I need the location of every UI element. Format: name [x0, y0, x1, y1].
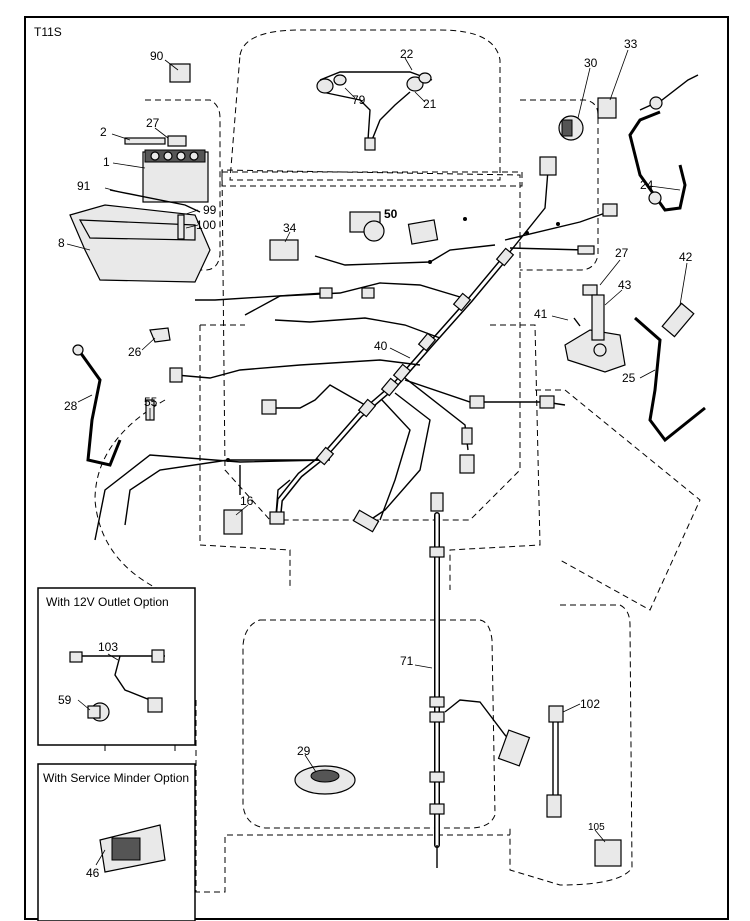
part-label-103: 103: [98, 640, 118, 654]
part-label-50: 50: [384, 207, 398, 221]
part-label-55: 55: [144, 395, 158, 409]
part-label-102: 102: [580, 697, 600, 711]
tractor-outline: [94, 29, 701, 893]
outlet-option-box: With 12V Outlet Option: [37, 587, 196, 746]
harness-102: [546, 705, 564, 818]
part-label-24: 24: [640, 178, 654, 192]
part-label-91: 91: [77, 179, 91, 193]
part-label-26: 26: [128, 345, 142, 359]
part-90-shape: [169, 63, 191, 83]
part-label-41: 41: [534, 307, 548, 321]
main-harness: [94, 156, 618, 541]
part-label-8: 8: [58, 236, 65, 250]
part-label-79: 79: [352, 93, 366, 107]
part-label-71: 71: [400, 654, 414, 668]
part-label-1: 1: [103, 155, 110, 169]
part-label-16: 16: [240, 494, 254, 508]
service-minder-option-title: With Service Minder Option: [43, 771, 189, 785]
leader-lines: [66, 49, 688, 866]
outlet-option-title: With 12V Outlet Option: [46, 595, 169, 609]
battery-assembly: [69, 135, 211, 283]
part-label-30: 30: [584, 56, 598, 70]
part-label-22: 22: [400, 47, 414, 61]
part-label-27b: 27: [615, 246, 629, 260]
part-label-90: 90: [150, 49, 164, 63]
harness-71: [429, 492, 531, 868]
part-label-105: 105: [588, 822, 605, 833]
part-105-shape: [594, 839, 622, 867]
diagram-frame: [24, 16, 729, 920]
part-label-59: 59: [58, 693, 72, 707]
part-label-2: 2: [100, 125, 107, 139]
part-label-27a: 27: [146, 116, 160, 130]
part-label-99: 99: [203, 203, 217, 217]
part-label-33: 33: [624, 37, 638, 51]
part-29-shape: [294, 765, 356, 795]
diagram-code: T11S: [34, 25, 62, 39]
service-minder-option-box: With Service Minder Option: [37, 763, 196, 921]
part-label-34: 34: [283, 221, 297, 235]
part-label-100: 100: [196, 218, 216, 232]
part-label-29: 29: [297, 744, 311, 758]
part-label-43: 43: [618, 278, 632, 292]
part-labels: 90 22 79 21 30 33 2 27 1 91 99 100 8 34 …: [58, 37, 693, 880]
part-label-28: 28: [64, 399, 78, 413]
part-label-25: 25: [622, 371, 636, 385]
part-label-46: 46: [86, 866, 100, 880]
part-label-21: 21: [423, 97, 437, 111]
part-label-40: 40: [374, 339, 388, 353]
part-label-42: 42: [679, 250, 693, 264]
misc-parts: [72, 63, 706, 535]
